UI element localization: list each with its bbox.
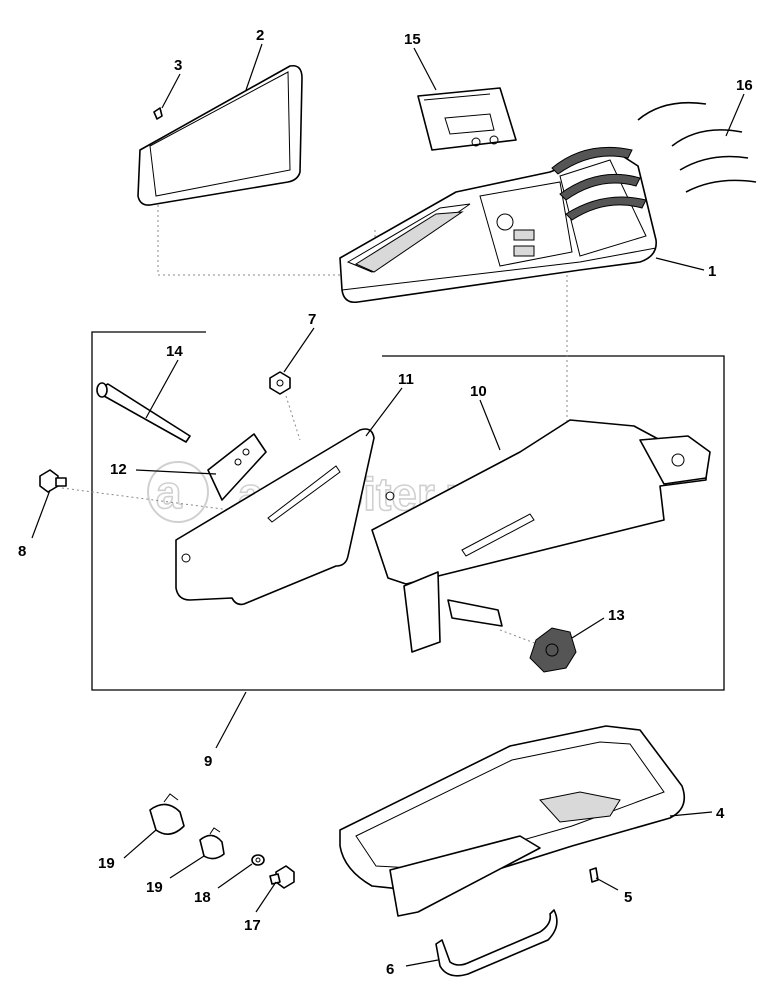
callout-4: 4 bbox=[716, 805, 725, 822]
leader-lines bbox=[31, 43, 745, 967]
callout-3: 3 bbox=[174, 57, 182, 74]
console-housing-part-1[interactable] bbox=[339, 146, 657, 304]
callout-1: 1 bbox=[708, 263, 716, 280]
assembly-frame-9 bbox=[91, 331, 725, 691]
side-bracket-part-11[interactable] bbox=[175, 428, 395, 606]
clamp-part-19a[interactable] bbox=[149, 793, 185, 835]
pin-part-3[interactable] bbox=[153, 107, 163, 120]
decal-strips-part-16[interactable] bbox=[637, 101, 757, 193]
callout-12: 12 bbox=[110, 461, 127, 478]
callout-7: 7 bbox=[308, 311, 316, 328]
knob-part-13[interactable] bbox=[529, 627, 577, 673]
lower-housing-part-4[interactable] bbox=[339, 725, 686, 917]
trim-strip-part-6[interactable] bbox=[435, 909, 558, 977]
callout-5: 5 bbox=[624, 889, 632, 906]
callout-9: 9 bbox=[204, 753, 212, 770]
callout-16: 16 bbox=[736, 77, 753, 94]
callout-11: 11 bbox=[398, 371, 414, 388]
callout-6: 6 bbox=[386, 961, 394, 978]
callout-8: 8 bbox=[18, 543, 26, 560]
bolt-part-8[interactable] bbox=[39, 469, 67, 493]
long-bolt-part-14[interactable] bbox=[96, 382, 191, 443]
callout-13: 13 bbox=[608, 607, 625, 624]
callout-labels: 2 3 15 16 1 7 14 11 10 12 8 13 9 4 5 6 1… bbox=[18, 27, 753, 978]
top-cover-part-2[interactable] bbox=[137, 64, 303, 206]
callout-15: 15 bbox=[404, 31, 421, 48]
clamp-part-19b[interactable] bbox=[199, 827, 225, 860]
callout-19b: 19 bbox=[146, 879, 163, 896]
mounting-bracket-part-10[interactable] bbox=[371, 419, 711, 653]
callout-14: 14 bbox=[166, 343, 183, 360]
decal-part-15[interactable] bbox=[417, 87, 517, 151]
watermark-logo-letter: a bbox=[156, 466, 182, 518]
callout-2: 2 bbox=[256, 27, 264, 44]
nut-part-7[interactable] bbox=[269, 371, 291, 395]
callout-19a: 19 bbox=[98, 855, 115, 872]
callout-10: 10 bbox=[470, 383, 487, 400]
washer-part-18[interactable] bbox=[251, 854, 265, 866]
bracket-plate-part-12[interactable] bbox=[207, 433, 267, 501]
callout-18: 18 bbox=[194, 889, 211, 906]
callout-17: 17 bbox=[244, 917, 261, 934]
clip-part-5[interactable] bbox=[589, 867, 599, 883]
